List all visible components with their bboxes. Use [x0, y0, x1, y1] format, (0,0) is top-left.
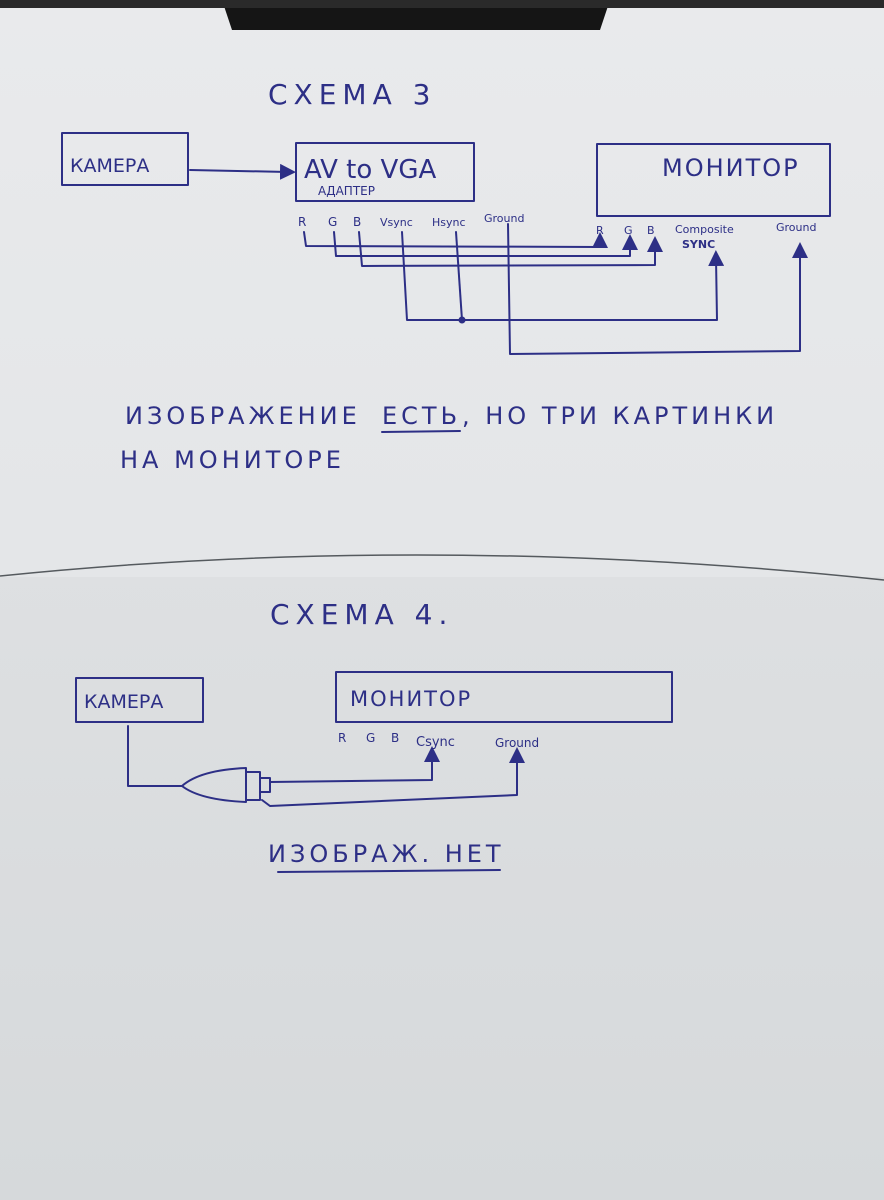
- monitor-pin-b: B: [647, 224, 655, 237]
- scheme3-camera-label: КАМЕРА: [70, 155, 149, 177]
- scheme3-title: СХЕМА 3: [268, 78, 436, 111]
- scheme4-result: ИЗОБРАЖ. НЕТ: [268, 840, 505, 868]
- scheme4-pin-csync: Csync: [416, 735, 455, 750]
- adapter-label: AV to VGA: [304, 155, 436, 185]
- scheme3-result-emphasis: ЕСТЬ: [382, 402, 461, 430]
- scheme4-title: СХЕМА 4.: [270, 598, 453, 631]
- adapter-pin-ground: Ground: [484, 212, 524, 225]
- monitor-pin-g: G: [624, 224, 633, 237]
- adapter-pin-vsync: Vsync: [380, 216, 413, 229]
- wire-r: [303, 231, 608, 248]
- scheme4-camera-label: КАМЕРА: [84, 691, 163, 713]
- camera-to-adapter-arrow: [189, 163, 296, 180]
- scheme3-result-line2: НА МОНИТОРЕ: [120, 446, 345, 474]
- rca-plug-tip: [259, 777, 271, 793]
- scheme3-monitor-box: [596, 143, 831, 217]
- section-divider: [0, 554, 884, 581]
- clipboard-edge: [0, 0, 884, 8]
- scheme4-monitor-box: [335, 671, 673, 723]
- wire-vsync: [401, 231, 725, 321]
- junction-dot: [458, 316, 466, 324]
- scheme3-result-part1: ИЗОБРАЖЕНИЕ: [125, 402, 361, 430]
- scheme4-pin-r: R: [338, 731, 346, 745]
- lower-sheet-shade: [0, 577, 884, 1200]
- scheme4-monitor-label: МОНИТОР: [350, 687, 472, 711]
- scheme4-pin-g: G: [366, 731, 375, 745]
- monitor-pin-sync: SYNC: [682, 238, 715, 251]
- adapter-sublabel: АДАПТЕР: [318, 184, 375, 198]
- scheme3-result-part2: , НО ТРИ КАРТИНКИ: [462, 402, 778, 430]
- scheme4-pin-b: B: [391, 731, 399, 745]
- monitor-pin-composite: Composite: [675, 223, 734, 236]
- wire-ground: [507, 223, 808, 355]
- camera-cable: [127, 725, 183, 787]
- wire-hsync: [455, 231, 463, 321]
- adapter-box: [295, 142, 475, 202]
- scheme3-camera-box: [61, 132, 189, 186]
- adapter-pin-r: R: [298, 215, 306, 229]
- scheme4-pin-ground: Ground: [495, 736, 539, 750]
- underline-result: [277, 869, 501, 873]
- adapter-pin-g: G: [328, 215, 337, 229]
- adapter-pin-b: B: [353, 215, 361, 229]
- adapter-pin-hsync: Hsync: [432, 216, 466, 229]
- wire-g: [333, 231, 638, 257]
- scheme3-monitor-label: МОНИТОР: [662, 154, 800, 182]
- wire-csync: [269, 746, 440, 783]
- wire-ground-4: [261, 747, 525, 807]
- underline-est: [381, 430, 461, 433]
- scheme4-camera-box: [75, 677, 204, 723]
- monitor-pin-ground: Ground: [776, 221, 816, 234]
- monitor-pin-r: R: [596, 224, 604, 237]
